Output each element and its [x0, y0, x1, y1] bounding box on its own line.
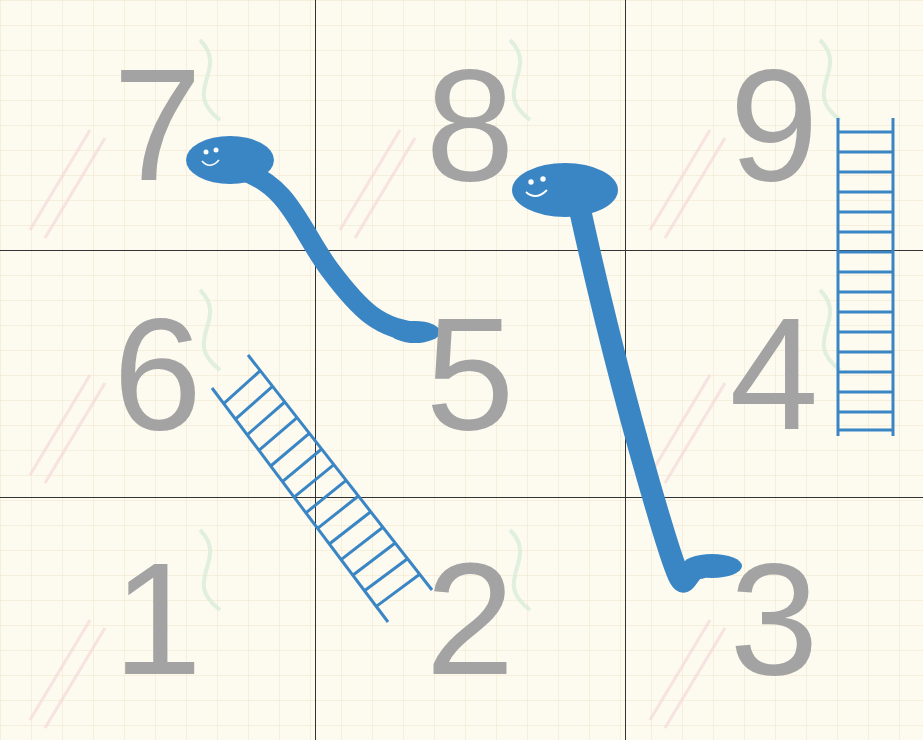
square-number: 4	[730, 310, 819, 438]
board-square: 1	[0, 497, 315, 740]
square-number: 8	[426, 61, 515, 189]
square-number: 1	[113, 555, 202, 683]
square-number: 9	[730, 61, 819, 189]
board-square: 5	[315, 250, 625, 497]
watermark-snakes	[200, 40, 840, 610]
square-number: 6	[113, 310, 202, 438]
board-square: 2	[315, 497, 625, 740]
board-square: 6	[0, 250, 315, 497]
square-number: 2	[426, 555, 515, 683]
board-square: 8	[315, 0, 625, 250]
ladder	[838, 118, 893, 436]
snake	[186, 136, 440, 343]
square-number: 7	[113, 61, 202, 189]
snake	[512, 163, 742, 582]
square-number: 5	[426, 310, 515, 438]
ladder	[212, 355, 432, 622]
square-number: 3	[730, 555, 819, 683]
board-square: 7	[0, 0, 315, 250]
board-square: 3	[625, 497, 923, 740]
board-square: 4	[625, 250, 923, 497]
watermark-ladders	[30, 130, 725, 728]
board-square: 9	[625, 0, 923, 250]
